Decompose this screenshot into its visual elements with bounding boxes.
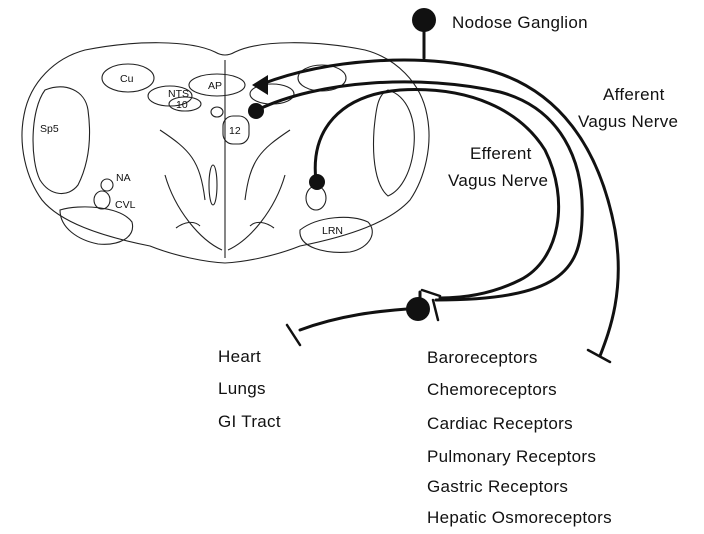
cvl-region xyxy=(94,191,110,209)
efferent-label-line2: Vagus Nerve xyxy=(448,171,548,190)
receptor-list: Baroreceptors Chemoreceptors Cardiac Rec… xyxy=(427,348,612,527)
receptor-pulmonary: Pulmonary Receptors xyxy=(427,447,596,466)
efferent-label-line1: Efferent xyxy=(470,144,532,163)
label-cvl: CVL xyxy=(115,199,136,211)
efferent-pathway xyxy=(248,90,559,345)
label-sp5: Sp5 xyxy=(40,123,59,135)
postganglionic-soma xyxy=(406,297,430,321)
na-nucleus xyxy=(101,179,113,191)
brainstem-section: Cu NTS AP 10 12 Sp5 NA CVL LRN xyxy=(22,43,429,263)
dmv-soma xyxy=(248,103,264,119)
postganglionic-terminal xyxy=(287,325,300,345)
afferent-arrowhead xyxy=(252,75,268,95)
organ-lungs: Lungs xyxy=(218,379,266,398)
label-lrn: LRN xyxy=(322,225,343,237)
afferent-terminal xyxy=(588,350,610,362)
sp5-tract xyxy=(33,87,90,194)
organ-list: Heart Lungs GI Tract xyxy=(218,347,281,431)
nodose-ganglion-soma xyxy=(412,8,436,32)
label-dmv: 10 xyxy=(176,99,188,111)
receptor-hepatic-osmo: Hepatic Osmoreceptors xyxy=(427,508,612,527)
receptor-cardiac: Cardiac Receptors xyxy=(427,414,573,433)
organ-heart: Heart xyxy=(218,347,261,366)
afferent-label-line2: Vagus Nerve xyxy=(578,112,678,131)
organ-gi-tract: GI Tract xyxy=(218,412,281,431)
afferent-label-line1: Afferent xyxy=(603,85,665,104)
efferent-nerve-na xyxy=(315,90,558,298)
label-cu: Cu xyxy=(120,73,134,85)
afferent-nerve-outer xyxy=(262,60,618,356)
label-hypoglossal: 12 xyxy=(229,125,241,137)
label-na: NA xyxy=(116,172,131,184)
preganglionic-terminal xyxy=(422,290,440,296)
afferent-branch-nts xyxy=(257,82,582,300)
receptor-chemo: Chemoreceptors xyxy=(427,380,557,399)
receptor-baro: Baroreceptors xyxy=(427,348,538,367)
receptor-gastric: Gastric Receptors xyxy=(427,477,568,496)
na-soma xyxy=(309,174,325,190)
nodose-ganglion-label: Nodose Ganglion xyxy=(452,13,588,32)
label-ap: AP xyxy=(208,80,222,92)
postganglionic-nerve xyxy=(300,309,407,330)
